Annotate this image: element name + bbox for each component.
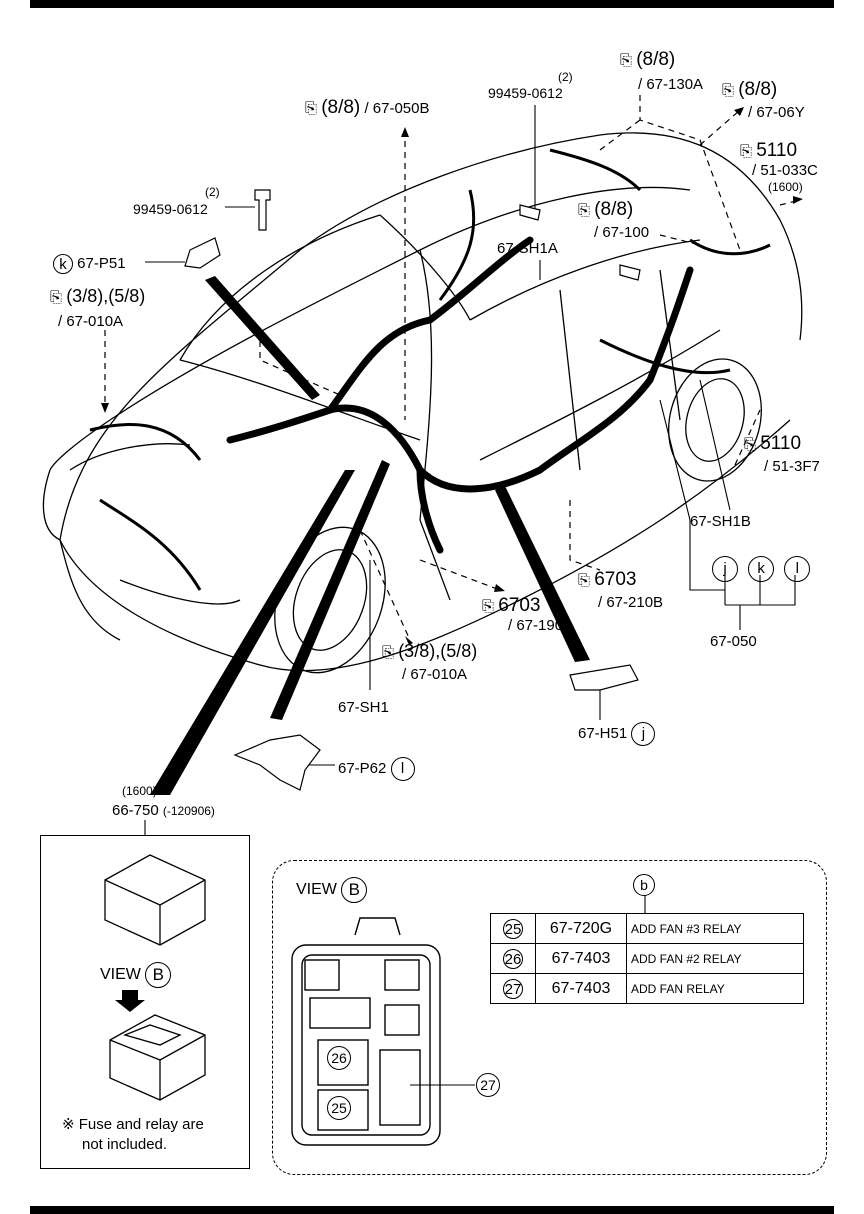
ref-67-190j-code: / 67-190J [508, 617, 571, 634]
bolt-top-pn: 99459-0612 [488, 85, 563, 101]
ref-67-190j: ⎘ 6703 [482, 595, 541, 616]
mark-k: k [53, 254, 73, 274]
fusebox-pn: 66-750 (-120906) [112, 802, 215, 819]
car-body-outline [42, 132, 803, 672]
fusebox-panel [40, 835, 250, 1169]
book-icon: ⎘ [620, 52, 633, 69]
secondary-harness [89, 148, 771, 591]
ref-67-130a: ⎘ (8/8) [620, 49, 676, 70]
ref-67-010a-bottom: ⎘ (3/8),(5/8) [382, 641, 478, 661]
bottom-rule [30, 1206, 834, 1214]
relay-desc: ADD FAN RELAY [626, 973, 804, 1004]
ref-51-033c: ⎘ 5110 [740, 140, 798, 161]
slot-26: 26 [327, 1046, 351, 1070]
book-icon: ⎘ [722, 82, 735, 99]
relay-desc: ADD FAN #3 RELAY [626, 913, 804, 944]
ref-67-100: ⎘ (8/8) [578, 199, 634, 220]
book-icon: ⎘ [740, 143, 753, 160]
relay-table: 25 67-720G ADD FAN #3 RELAY 26 67-7403 A… [490, 913, 804, 1004]
ref-67-010a-bottom-code: / 67-010A [402, 666, 468, 683]
part-67-sh1b: 67-SH1B [690, 513, 751, 530]
pointer-wedges [150, 276, 590, 795]
relay-num: 25 [503, 918, 523, 939]
ref-67-210b-code: / 67-210B [598, 594, 664, 611]
top-rule [30, 0, 834, 8]
arrowheads [101, 107, 803, 645]
bolt-icons [254, 189, 641, 281]
relay-pn: 67-7403 [535, 943, 627, 974]
small-part-icons [184, 237, 639, 791]
ref-67-100-code: / 67-100 [594, 224, 650, 241]
view-b-panel [272, 860, 827, 1175]
fusebox-footnote-2: not included. [82, 1136, 168, 1153]
ref-51-033c-note: (1600) [768, 180, 803, 194]
relay-pn: 67-720G [535, 913, 627, 944]
ref-67-010a-left: ⎘ (3/8),(5/8) [50, 286, 146, 306]
fusebox-note: (1600) [122, 784, 157, 798]
mark-b: B [145, 962, 172, 988]
solid-leaders [144, 105, 796, 835]
book-icon: ⎘ [578, 202, 591, 219]
ref-67-050b: ⎘ (8/8) / 67-050B [305, 97, 430, 118]
mark-j: j [712, 556, 738, 582]
table-mark-b: b [633, 874, 655, 896]
ref-51-3f7-code: / 51-3F7 [764, 458, 820, 475]
part-67-h51: 67-H51 j [578, 722, 656, 746]
book-icon: ⎘ [50, 289, 63, 306]
book-icon: ⎘ [482, 598, 495, 615]
part-67-sh1a: 67-SH1A [497, 240, 558, 257]
ref-67-130a-code: / 67-130A [638, 76, 704, 93]
group-67-050-marks: j k l [712, 556, 811, 582]
relay-num: 27 [503, 978, 523, 999]
book-icon: ⎘ [305, 100, 318, 117]
slot-25: 25 [327, 1096, 351, 1120]
relay-num: 26 [503, 948, 523, 969]
ref-51-3f7: ⎘ 5110 [744, 433, 802, 454]
table-row: 25 67-720G ADD FAN #3 RELAY [490, 913, 804, 944]
fusebox-open-icon [109, 1014, 206, 1101]
relay-desc: ADD FAN #2 RELAY [626, 943, 804, 974]
bolt-top-qty: (2) [558, 70, 573, 84]
fusebox-footnote-1: ※ Fuse and relay are [62, 1116, 204, 1133]
group-67-050-pn: 67-050 [710, 633, 757, 650]
mark-j: j [631, 722, 656, 746]
ref-67-06y: ⎘ (8/8) [722, 79, 778, 100]
relay-box-icon [291, 917, 441, 1146]
ref-67-06y-code: / 67-06Y [748, 104, 805, 121]
table-row: 27 67-7403 ADD FAN RELAY [490, 973, 804, 1004]
ref-51-033c-code: / 51-033C [752, 162, 818, 179]
part-67-p62: 67-P62 l [338, 757, 415, 781]
callout-27: 27 [476, 1073, 500, 1097]
part-67-p51: k 67-P51 [53, 254, 126, 274]
mark-l: l [784, 556, 811, 582]
dashed-leaders [104, 95, 801, 641]
fusebox-view-label: VIEW B [100, 962, 172, 988]
book-icon: ⎘ [382, 644, 395, 661]
view-b-label: VIEW B [296, 877, 368, 903]
mark-l: l [390, 757, 415, 781]
main-harness [226, 236, 694, 554]
fusebox-cover-icon [104, 854, 206, 946]
bolt-left-qty: (2) [205, 185, 220, 199]
book-icon: ⎘ [744, 436, 757, 453]
book-icon: ⎘ [578, 572, 591, 589]
bolt-left-pn: 99459-0612 [133, 201, 208, 217]
part-67-sh1: 67-SH1 [338, 699, 389, 716]
relay-pn: 67-7403 [535, 973, 627, 1004]
table-row: 26 67-7403 ADD FAN #2 RELAY [490, 943, 804, 974]
ref-67-010a-left-code: / 67-010A [58, 313, 124, 330]
view-arrow-icon [115, 990, 145, 1012]
ref-67-210b: ⎘ 6703 [578, 569, 637, 590]
mark-b: B [341, 877, 368, 903]
mark-k: k [748, 556, 775, 582]
